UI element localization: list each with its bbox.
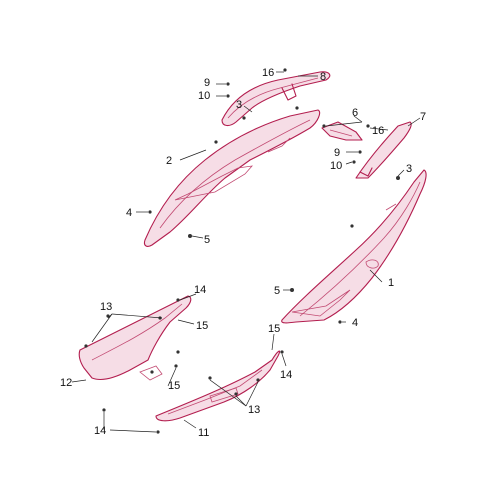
callout-7: 7 — [420, 111, 426, 123]
callout-labels: 1 2 3 3 4 4 5 5 6 7 8 9 9 10 10 11 12 13… — [60, 67, 426, 439]
callout-9: 9 — [204, 77, 210, 89]
callout-10: 10 — [198, 90, 210, 102]
part-rear-grab-handle — [355, 121, 412, 179]
part-left-side-cover — [143, 109, 321, 247]
callout-5b: 5 — [274, 285, 280, 297]
callout-8: 8 — [320, 71, 326, 83]
callout-11: 11 — [198, 427, 209, 439]
callout-5: 5 — [204, 234, 210, 246]
callout-13: 13 — [100, 301, 112, 313]
callout-6: 6 — [352, 107, 358, 119]
callout-14: 14 — [194, 284, 206, 296]
callout-2: 2 — [166, 155, 172, 167]
callout-14b: 14 — [280, 369, 292, 381]
part-lower-strip — [155, 350, 281, 422]
callout-15: 15 — [196, 320, 208, 332]
leader-lines — [71, 71, 421, 433]
callout-13b: 13 — [248, 404, 260, 416]
callout-3: 3 — [236, 99, 242, 111]
part-right-side-cover — [281, 169, 427, 324]
callout-4b: 4 — [352, 317, 358, 329]
callout-3b: 3 — [406, 163, 412, 175]
callout-14c: 14 — [94, 425, 106, 437]
callout-10b: 10 — [330, 160, 342, 172]
part-lower-left-panel — [78, 295, 192, 381]
callout-9b: 9 — [334, 147, 340, 159]
callout-1: 1 — [388, 277, 394, 289]
callout-4: 4 — [126, 207, 132, 219]
callout-15c: 15 — [168, 380, 180, 392]
callout-12: 12 — [60, 377, 72, 389]
callout-16: 16 — [262, 67, 274, 79]
part-trim-piece — [321, 121, 363, 141]
part-grab-handle — [221, 71, 331, 127]
callout-15b: 15 — [268, 323, 280, 335]
callout-16b: 16 — [372, 125, 384, 137]
